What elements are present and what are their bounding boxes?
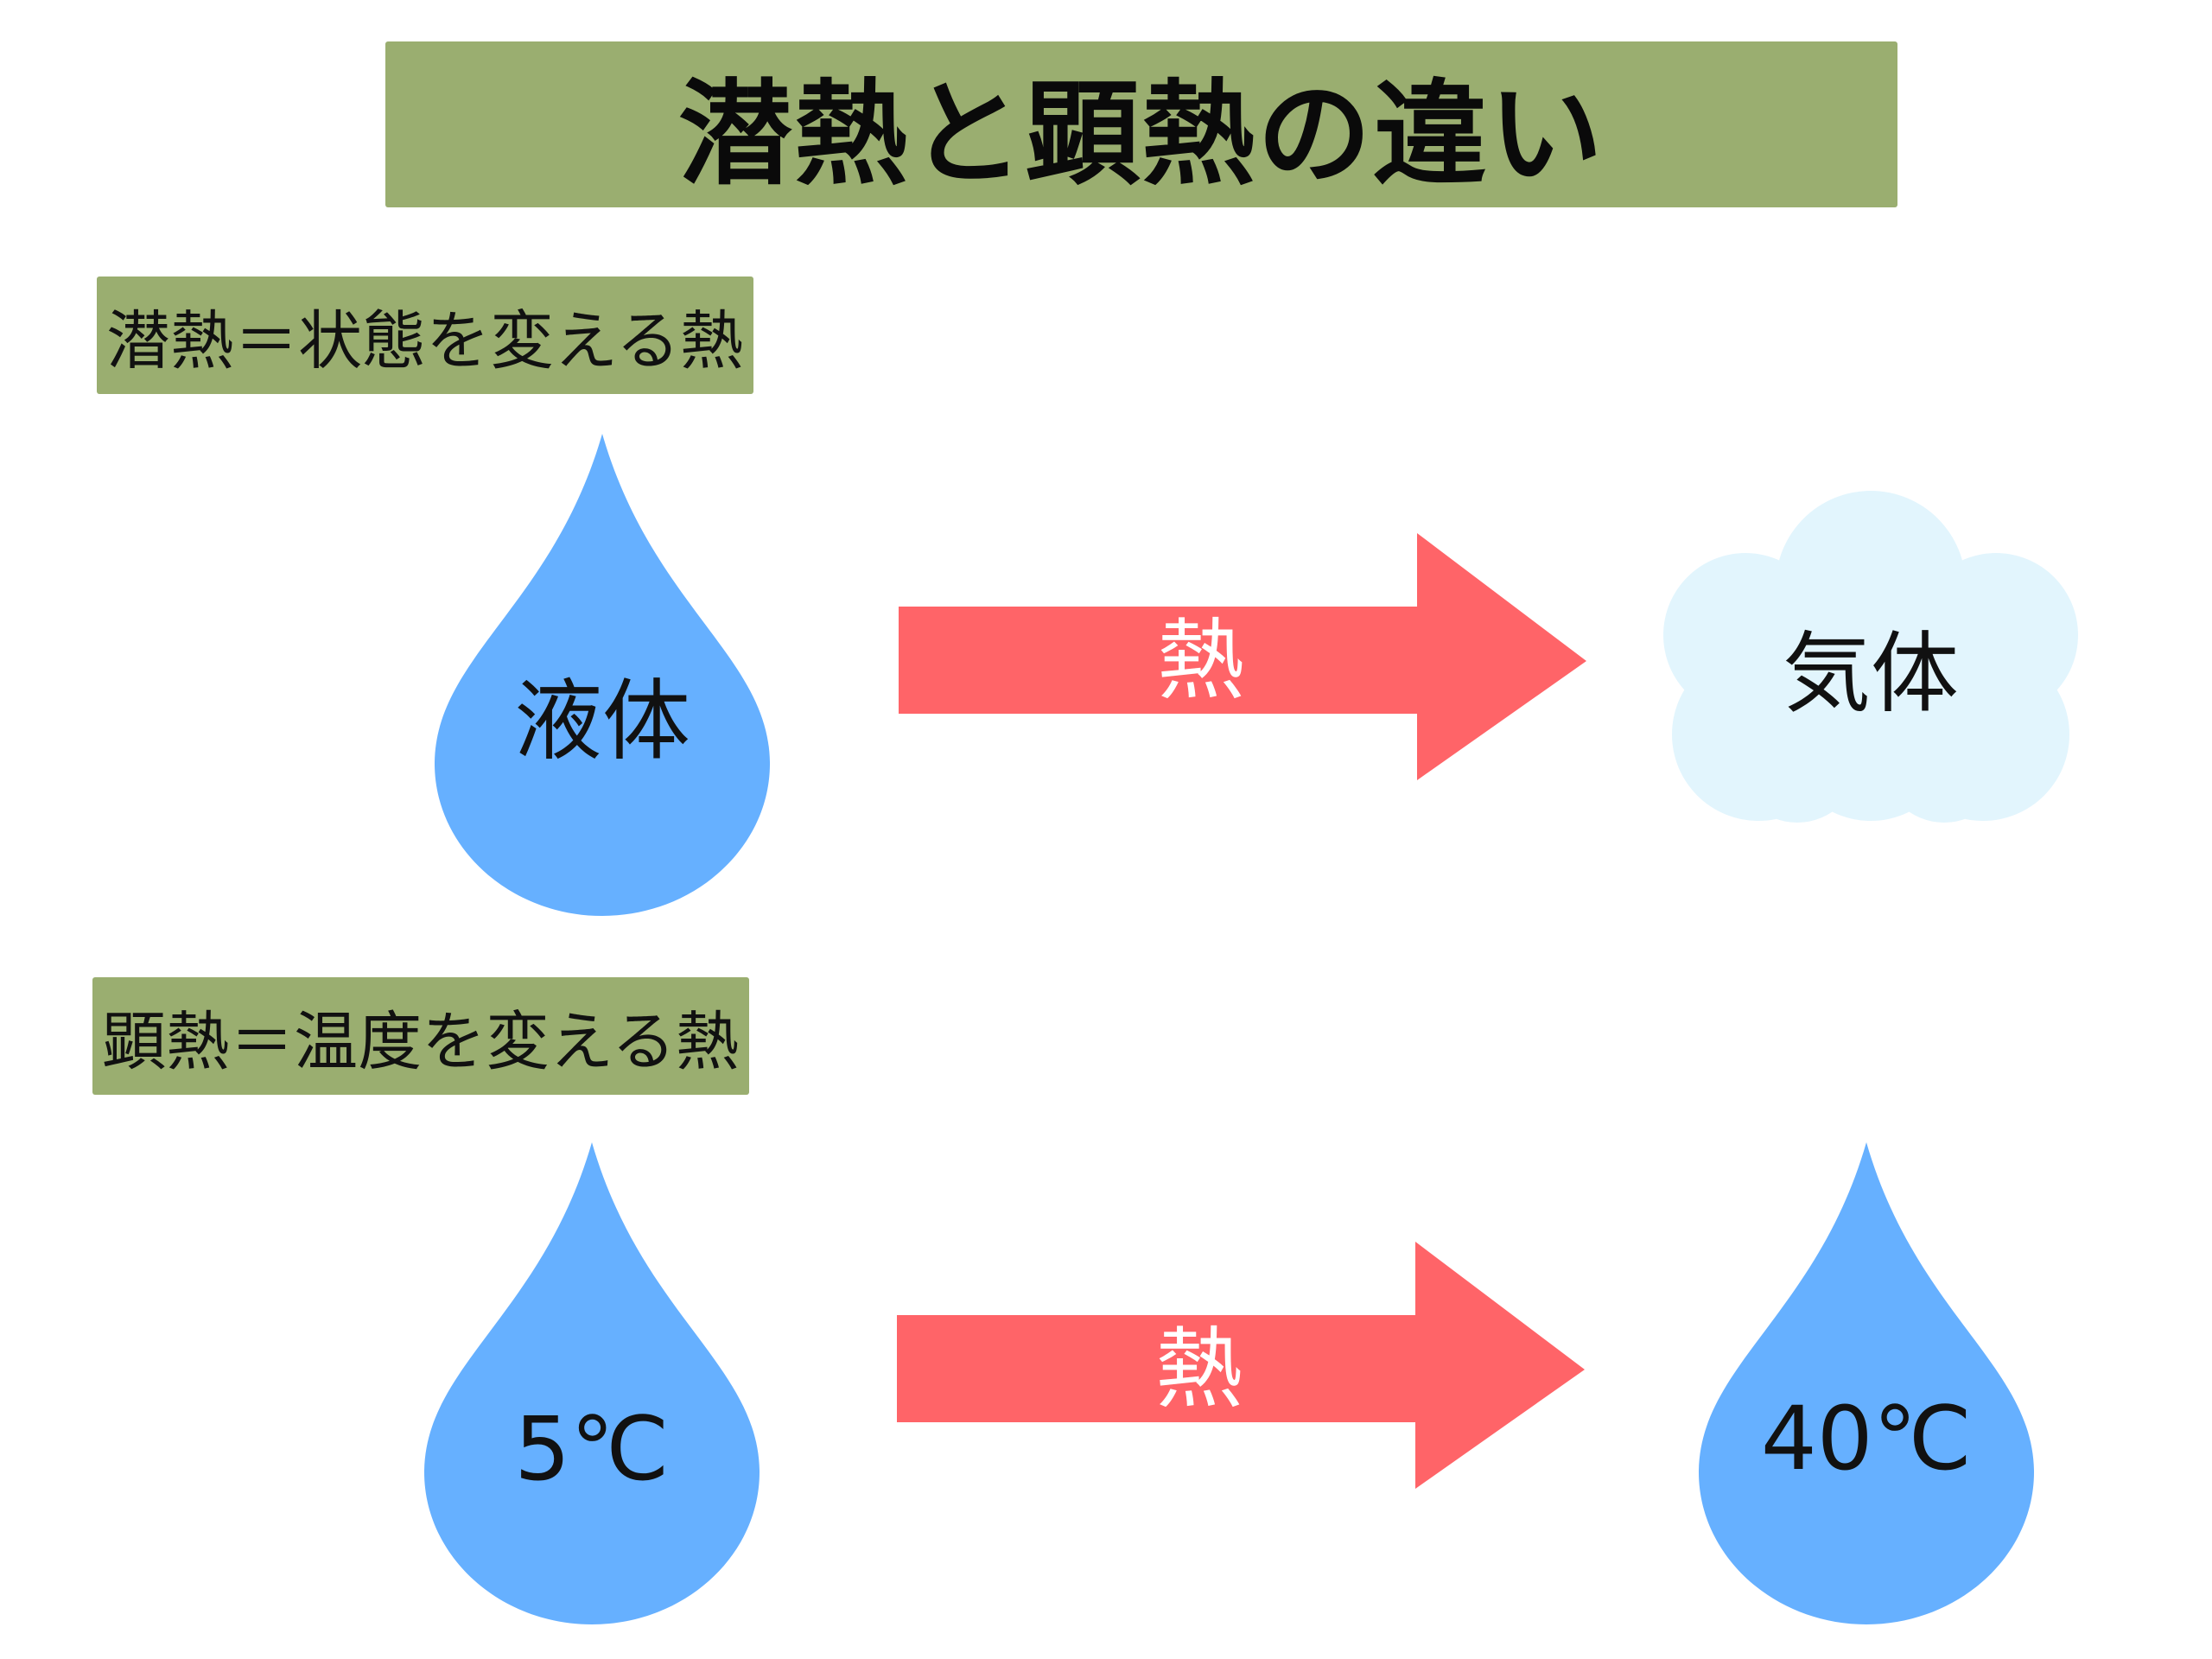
- cold-water-drop: 5℃: [423, 1142, 760, 1624]
- gas-label: 気体: [1783, 623, 1959, 726]
- title-banner: 潜熱と顕熱の違い: [385, 41, 1897, 207]
- right-arrow-icon: [899, 533, 1586, 780]
- liquid-label: 液体: [514, 671, 690, 773]
- sensible-heat-definition: 顕熱＝温度を変える熱: [102, 1004, 740, 1079]
- water-drop-icon: [1698, 1142, 2035, 1624]
- start-temperature: 5℃: [514, 1398, 669, 1501]
- right-arrow-icon: [897, 1242, 1585, 1489]
- gas-cloud: 気体: [1663, 491, 2078, 823]
- end-temperature: 40℃: [1761, 1388, 1972, 1491]
- warm-water-drop: 40℃: [1698, 1142, 2035, 1624]
- water-drop-icon: [434, 434, 771, 916]
- page-title: 潜熱と顕熱の違い: [678, 67, 1605, 201]
- latent-heat-definition: 潜熱＝状態を変える熱: [106, 303, 744, 378]
- water-drop-icon: [423, 1142, 760, 1624]
- latent-heat-label: 潜熱＝状態を変える熱: [97, 276, 753, 394]
- liquid-drop: 液体: [434, 434, 771, 916]
- sensible-heat-label: 顕熱＝温度を変える熱: [92, 977, 749, 1095]
- cloud-icon: [1663, 491, 2078, 823]
- heat-arrow-label: 熱: [1155, 1319, 1243, 1421]
- heat-arrow-sensible: 熱: [897, 1242, 1585, 1489]
- heat-arrow-label: 熱: [1157, 610, 1245, 713]
- heat-arrow-latent: 熱: [899, 533, 1586, 780]
